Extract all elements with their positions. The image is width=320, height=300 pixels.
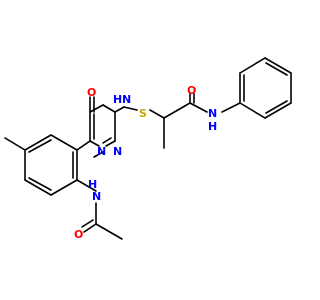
- bond: [114, 106, 125, 113]
- bond: [264, 57, 292, 74]
- bond: [265, 62, 288, 76]
- bond: [24, 179, 52, 196]
- bond: [149, 109, 165, 119]
- bond: [50, 134, 78, 151]
- bond: [102, 137, 112, 144]
- bond: [264, 102, 292, 119]
- bond: [28, 139, 52, 153]
- oxygen-atom-label: O: [74, 228, 83, 241]
- bond-layer: [4, 57, 292, 240]
- nitrogen-atom-label: N: [97, 145, 106, 158]
- bond: [221, 102, 241, 113]
- oxygen-atom-label: O: [187, 84, 196, 97]
- bond: [123, 106, 138, 111]
- bond: [189, 102, 208, 113]
- nitrogen-h-label: H: [113, 93, 122, 106]
- bond: [24, 134, 52, 151]
- nitrogen-h-label: H: [88, 178, 97, 191]
- bond: [265, 100, 288, 114]
- molecule-canvas: O H N S O N H N N H N O: [4, 57, 292, 241]
- bond: [76, 179, 97, 192]
- nitrogen-atom-label: N: [113, 145, 122, 158]
- nitrogen-atom-label: N: [92, 190, 101, 203]
- structure-diagram: O H N S O N H N N H N O: [4, 57, 292, 241]
- bond: [76, 140, 91, 151]
- bond: [83, 223, 97, 233]
- bond: [4, 137, 26, 151]
- bond: [105, 140, 116, 147]
- bond: [28, 177, 52, 191]
- bond: [239, 102, 266, 119]
- bond: [50, 179, 78, 196]
- nitrogen-atom-label: N: [208, 107, 217, 120]
- nitrogen-h-label: H: [208, 120, 217, 133]
- bond: [95, 223, 123, 240]
- bond: [163, 102, 191, 119]
- bond: [89, 104, 104, 113]
- bond: [239, 57, 266, 74]
- atom-label-layer: O H N S O N H N N H N O: [74, 84, 217, 241]
- bond: [89, 140, 100, 147]
- bond: [81, 219, 94, 228]
- sulfur-atom-label: S: [139, 107, 147, 120]
- oxygen-atom-label: O: [87, 86, 96, 99]
- bond: [102, 104, 116, 113]
- bond: [93, 151, 104, 158]
- nitrogen-atom-label: N: [122, 93, 131, 106]
